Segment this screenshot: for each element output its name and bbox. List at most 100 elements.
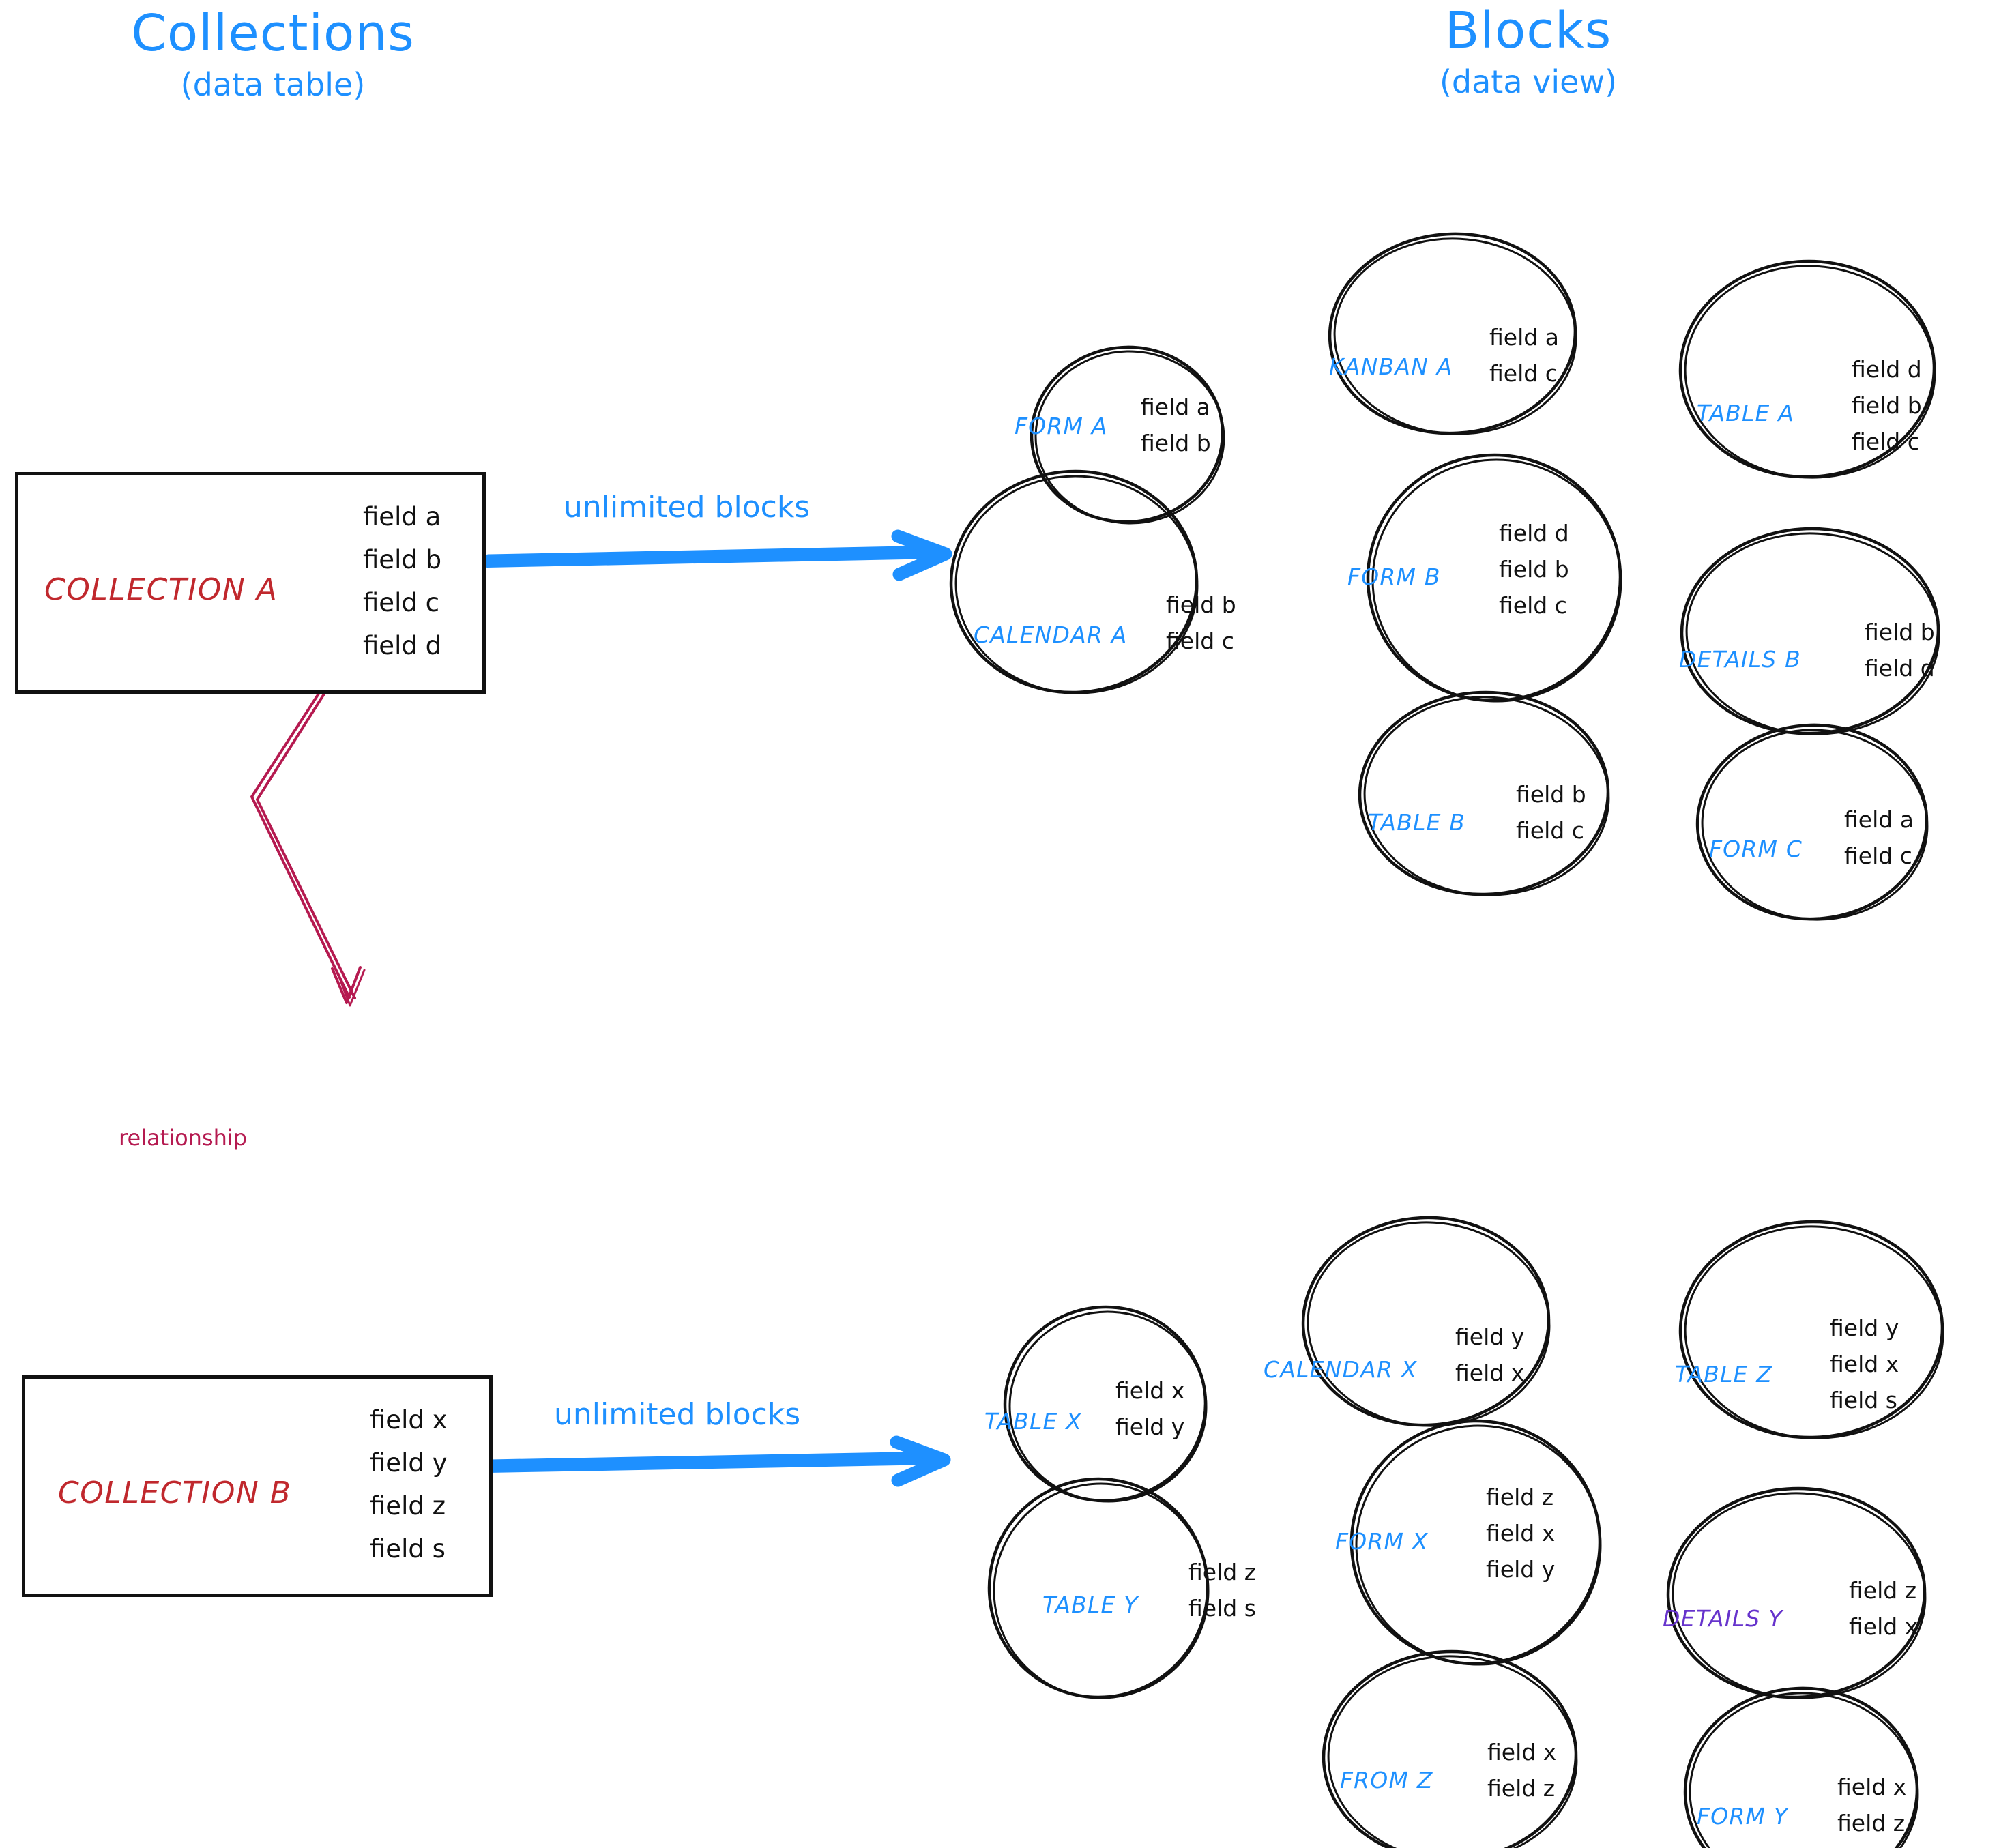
block-form-x-name: FORM X [1335, 1528, 1429, 1555]
ellipse-table-y [987, 1477, 1210, 1699]
block-calendar-a-name: CALENDAR A [974, 621, 1128, 648]
block-details-y-fields: field z field x [1849, 1579, 1918, 1652]
ellipse-table-a [1678, 259, 1936, 479]
block-field: field x [1486, 1520, 1556, 1546]
block-field: field y [1115, 1413, 1185, 1440]
block-field: field x [1455, 1360, 1525, 1386]
block-field: field z [1837, 1810, 1906, 1836]
block-ellipses-bottom [987, 1216, 1944, 1848]
collections-title: Collections [131, 4, 415, 63]
block-field: field y [1455, 1323, 1525, 1350]
block-field: field x [1830, 1351, 1899, 1377]
blocks-title: Blocks [1444, 1, 1612, 60]
collection-a-field: field a [363, 502, 441, 531]
collection-b-name: COLLECTION B [58, 1476, 292, 1510]
block-table-a-name: TABLE A [1697, 400, 1795, 426]
ellipse-details-b [1680, 527, 1940, 735]
collections-subtitle: (data table) [180, 65, 366, 103]
block-field: field a [1489, 324, 1559, 351]
block-details-b-fields: field b field d [1865, 621, 1935, 693]
block-table-y-fields: field z field s [1188, 1561, 1256, 1633]
blocks-subtitle: (data view) [1439, 63, 1618, 100]
blocks-header: Blocks (data view) [1324, 1, 1733, 100]
block-calendar-x-name: CALENDAR X [1264, 1356, 1418, 1383]
block-field: field d [1852, 356, 1922, 383]
collection-a-name: COLLECTION A [44, 572, 278, 607]
block-field: field b [1865, 619, 1935, 645]
ellipse-from-z [1322, 1649, 1578, 1848]
block-field: field b [1141, 430, 1211, 456]
unlimited-blocks-label-top: unlimited blocks [564, 490, 811, 525]
block-field: field x [1115, 1377, 1185, 1404]
block-field: field d [1865, 655, 1935, 681]
ellipse-calendar-x [1301, 1216, 1551, 1427]
block-details-y-name: DETAILS Y [1663, 1605, 1783, 1632]
block-field: field y [1830, 1315, 1899, 1341]
block-field: field x [1837, 1774, 1907, 1800]
block-ellipses-top [949, 232, 1940, 921]
block-field: field z [1486, 1484, 1554, 1510]
block-from-z-name: FROM Z [1340, 1767, 1433, 1793]
block-form-c-fields: field a field c [1844, 808, 1914, 881]
relationship-label: relationship [119, 1125, 248, 1151]
block-kanban-a-fields: field a field c [1489, 326, 1559, 398]
block-form-a-fields: field a field b [1141, 396, 1211, 468]
block-table-a-fields: field d field b field c [1852, 358, 1922, 467]
ellipse-form-y [1683, 1686, 1919, 1848]
block-field: field c [1499, 592, 1567, 619]
block-field: field b [1166, 591, 1236, 618]
block-table-b-fields: field b field c [1516, 783, 1586, 855]
block-field: field b [1499, 556, 1569, 583]
block-details-b-name: DETAILS B [1679, 646, 1801, 673]
collection-b-box[interactable]: COLLECTION B field x field y field z fie… [22, 1375, 493, 1597]
collection-a-box[interactable]: COLLECTION A field a field b field c fie… [15, 472, 486, 694]
block-form-b-name: FORM B [1347, 563, 1441, 590]
block-field: field c [1516, 817, 1584, 844]
block-field: field z [1188, 1559, 1257, 1585]
collection-a-field: field b [363, 545, 442, 574]
block-calendar-x-fields: field y field x [1455, 1325, 1524, 1398]
collections-header: Collections (data table) [68, 4, 478, 103]
block-field: field s [1830, 1387, 1897, 1413]
collection-b-field: field z [370, 1491, 446, 1521]
block-field: field b [1516, 781, 1586, 808]
collection-a-field: field c [363, 588, 439, 617]
ellipse-form-b [1366, 453, 1622, 703]
block-form-y-name: FORM Y [1697, 1803, 1789, 1830]
block-field: field z [1849, 1577, 1917, 1604]
block-form-b-fields: field d field b field c [1499, 522, 1569, 630]
block-table-b-name: TABLE B [1368, 809, 1466, 836]
block-kanban-a-name: KANBAN A [1329, 353, 1453, 380]
collection-a-field: field d [363, 631, 442, 660]
unlimited-blocks-arrow-bottom [484, 1435, 951, 1487]
ellipse-calendar-a [949, 469, 1199, 694]
block-field: field s [1188, 1595, 1256, 1622]
block-field: field c [1852, 428, 1920, 455]
block-table-z-name: TABLE Z [1675, 1361, 1773, 1388]
block-form-c-name: FORM C [1709, 836, 1803, 862]
collection-b-field: field s [370, 1534, 446, 1564]
block-table-x-fields: field x field y [1115, 1379, 1184, 1452]
ellipse-table-b [1358, 690, 1610, 896]
ellipse-table-x [1003, 1305, 1208, 1503]
ellipse-kanban-a [1328, 232, 1577, 435]
collection-a-fields: field a field b field c field d [363, 504, 441, 676]
block-form-a-name: FORM A [1015, 413, 1108, 439]
block-field: field c [1489, 360, 1558, 387]
block-field: field x [1487, 1739, 1557, 1765]
block-field: field x [1849, 1613, 1918, 1640]
block-field: field a [1141, 394, 1210, 420]
ellipse-form-a [1030, 345, 1225, 525]
block-field: field d [1499, 520, 1569, 546]
block-form-x-fields: field z field x field y [1486, 1486, 1555, 1594]
block-field: field c [1844, 842, 1912, 869]
block-field: field a [1844, 806, 1914, 833]
block-field: field b [1852, 392, 1922, 419]
collection-b-field: field x [370, 1405, 448, 1435]
block-table-y-name: TABLE Y [1042, 1592, 1139, 1618]
ellipse-form-x [1349, 1419, 1602, 1666]
block-field: field z [1487, 1775, 1556, 1802]
block-field: field y [1486, 1556, 1556, 1583]
